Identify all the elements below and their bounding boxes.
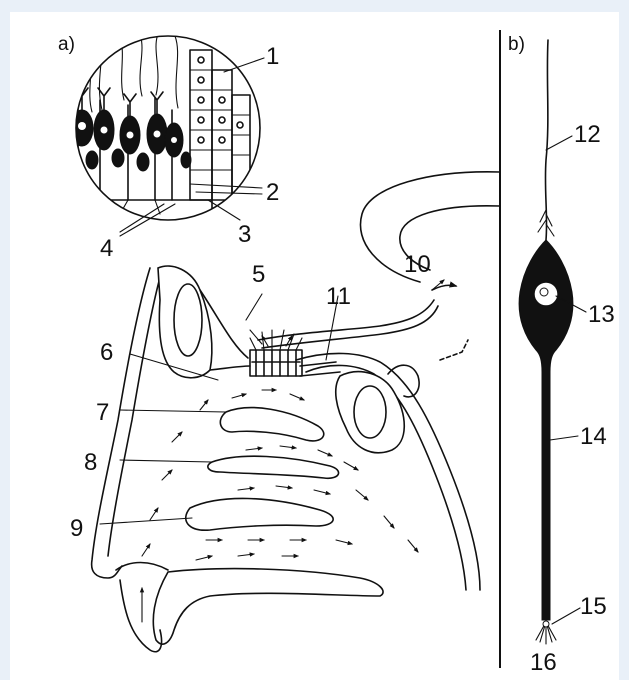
label-9: 9 bbox=[70, 515, 83, 542]
panel-label-b: b) bbox=[508, 34, 525, 55]
label-16: 16 bbox=[530, 649, 557, 676]
label-11: 11 bbox=[326, 283, 351, 310]
label-12: 12 bbox=[574, 121, 601, 148]
label-1: 1 bbox=[266, 43, 279, 70]
epithelium-magnified-circle bbox=[70, 34, 260, 220]
label-6: 6 bbox=[100, 339, 113, 366]
label-13: 13 bbox=[588, 301, 615, 328]
receptor-cells bbox=[70, 80, 255, 214]
nasal-cavity-section bbox=[92, 172, 500, 652]
receptor-neuron bbox=[519, 40, 573, 644]
cribriform-plate bbox=[250, 350, 302, 376]
nasal-conchae bbox=[186, 408, 339, 531]
label-14: 14 bbox=[580, 423, 607, 450]
label-15: 15 bbox=[580, 593, 607, 620]
label-3: 3 bbox=[238, 221, 251, 248]
label-5: 5 bbox=[252, 261, 265, 288]
label-4: 4 bbox=[100, 235, 113, 262]
label-7: 7 bbox=[96, 399, 109, 426]
label-2: 2 bbox=[266, 179, 279, 206]
panel-label-a: a) bbox=[58, 34, 75, 55]
label-8: 8 bbox=[84, 449, 97, 476]
label-10: 10 bbox=[404, 251, 431, 278]
